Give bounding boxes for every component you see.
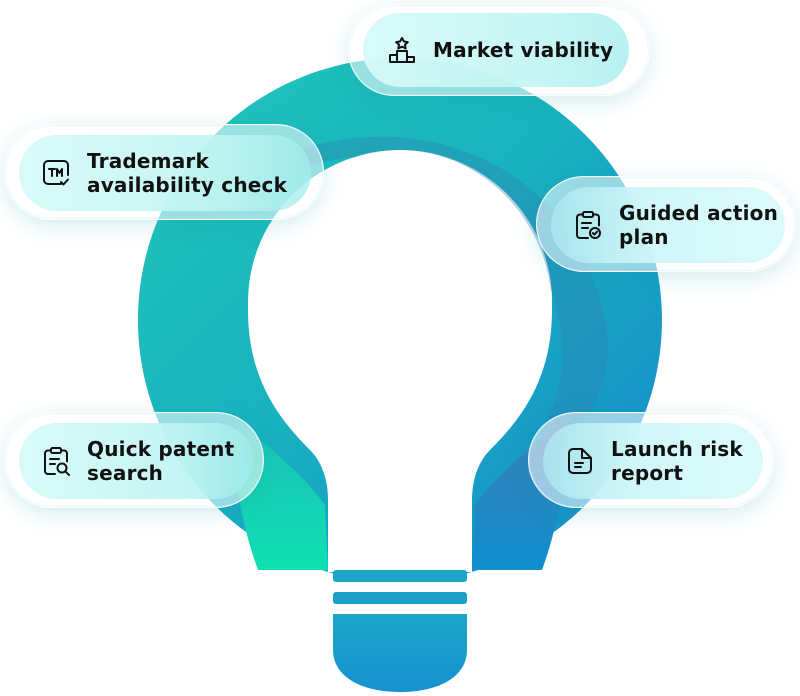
trademark-label: Trademark availability check [87,149,288,197]
pill-quick-patent-search: Quick patent search [4,412,264,508]
guided-action-plan-label: Guided action plan [619,201,779,249]
bulb-cap [333,614,467,692]
market-viability-label: Market viability [433,38,614,62]
pill-market-viability: Market viability [348,4,650,96]
clipboard-search-icon [41,446,71,476]
bulb-band-1 [333,570,467,582]
bulb-hole [248,150,552,572]
clipboard-check-icon [573,210,603,240]
trademark-icon [41,158,71,188]
launch-risk-report-label: Launch risk report [611,437,743,485]
document-icon [565,446,595,476]
podium-star-icon [387,35,417,65]
bulb-band-2 [333,592,467,604]
quick-patent-search-label: Quick patent search [87,437,235,485]
pill-launch-risk-report: Launch risk report [528,412,774,508]
bulb-shade [300,136,608,450]
pill-trademark-check: Trademark availability check [4,124,324,220]
pill-guided-action-plan: Guided action plan [536,176,796,272]
